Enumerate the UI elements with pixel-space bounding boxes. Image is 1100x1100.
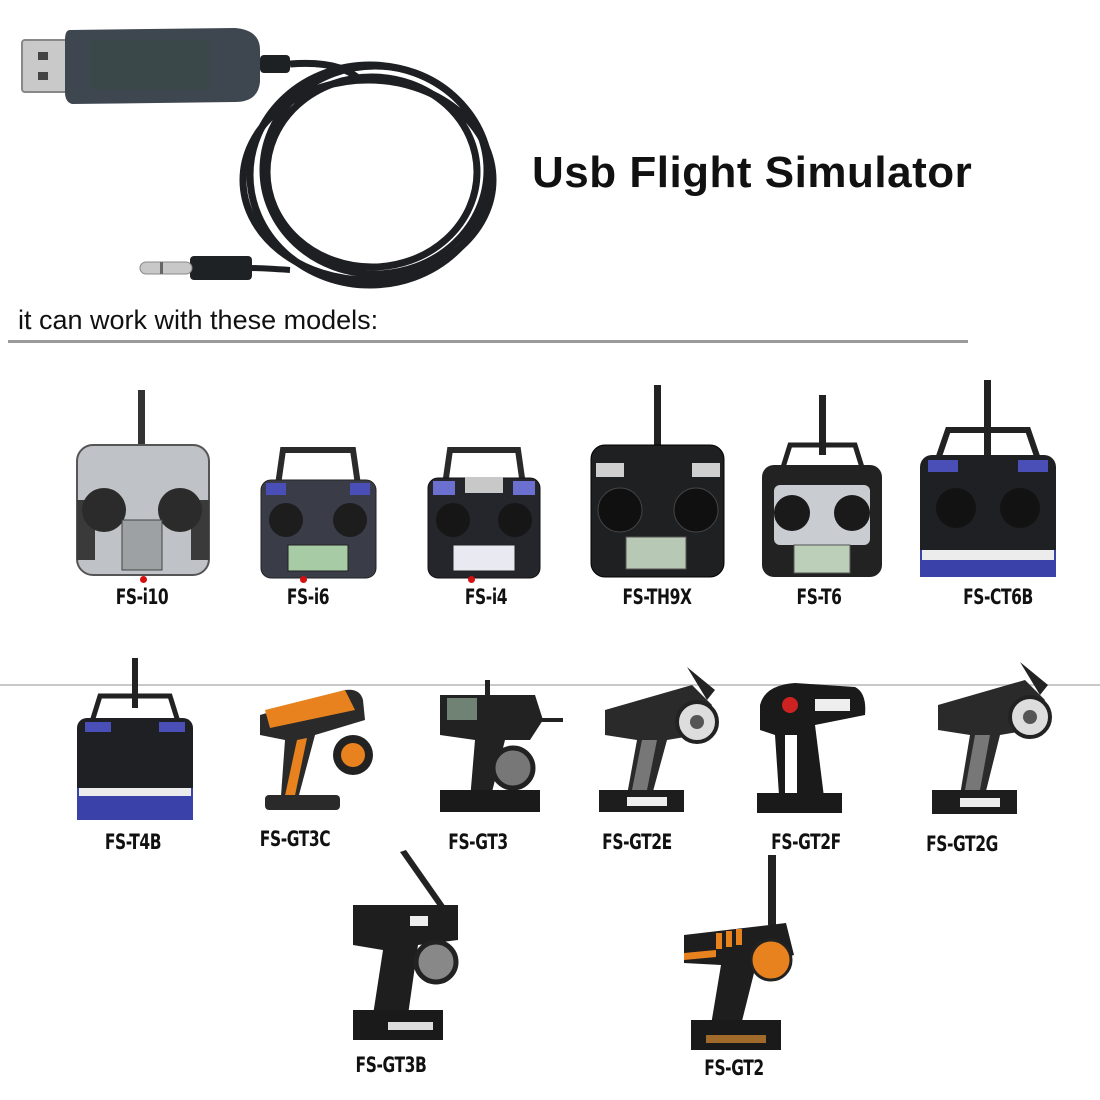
model-label-fs-gt3: FS-GT3	[448, 830, 508, 854]
transmitter-fs-ct6b-image	[918, 380, 1058, 580]
transmitter-fs-i4-image	[425, 445, 543, 580]
divider	[0, 684, 1100, 686]
transmitter-fs-i6-image	[258, 445, 378, 580]
model-label-fs-th9x: FS-TH9X	[622, 585, 692, 609]
model-label-fs-t6: FS-T6	[796, 585, 842, 609]
transmitter-fs-th9x-image	[588, 385, 728, 580]
transmitter-fs-gt2e-image	[597, 665, 722, 815]
transmitter-fs-t4b-image	[75, 658, 195, 823]
product-title: Usb Flight Simulator	[532, 148, 973, 197]
transmitter-fs-t6-image	[760, 395, 885, 580]
transmitter-fs-gt3c-image	[255, 680, 375, 815]
red-dot-icon	[468, 576, 475, 583]
model-label-fs-gt3c: FS-GT3C	[259, 827, 331, 851]
transmitter-fs-gt2-image	[676, 855, 801, 1055]
transmitter-fs-gt3b-image	[348, 850, 473, 1045]
transmitter-fs-i10-image	[72, 390, 212, 580]
model-label-fs-gt2f: FS-GT2F	[771, 830, 841, 854]
model-label-fs-t4b: FS-T4B	[104, 830, 162, 854]
model-label-fs-i4: FS-i4	[464, 585, 508, 609]
red-dot-icon	[140, 576, 147, 583]
transmitter-fs-gt2g-image	[930, 660, 1055, 818]
model-label-fs-gt2g: FS-GT2G	[926, 832, 998, 856]
compatibility-subtitle: it can work with these models:	[18, 305, 379, 335]
usb-cable-image	[10, 20, 510, 290]
red-dot-icon	[300, 576, 307, 583]
model-label-fs-gt2: FS-GT2	[704, 1056, 764, 1080]
model-label-fs-gt3b: FS-GT3B	[355, 1053, 427, 1077]
model-label-fs-gt2e: FS-GT2E	[602, 830, 672, 854]
model-label-fs-ct6b: FS-CT6B	[963, 585, 1033, 609]
transmitter-fs-gt3-image	[435, 680, 565, 815]
model-label-fs-i10: FS-i10	[115, 585, 169, 609]
transmitter-fs-gt2f-image	[755, 675, 870, 815]
divider	[8, 340, 968, 343]
model-label-fs-i6: FS-i6	[286, 585, 330, 609]
